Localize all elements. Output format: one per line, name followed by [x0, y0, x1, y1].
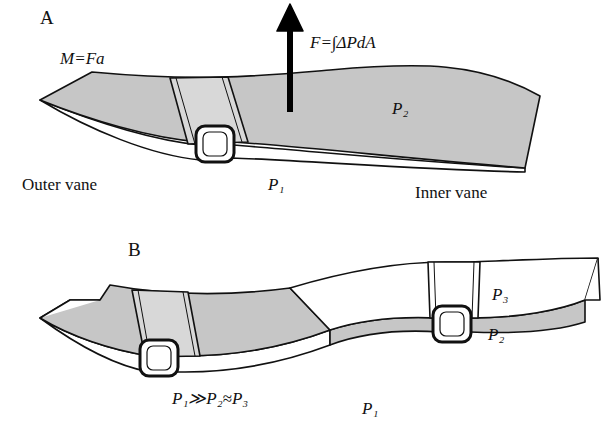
force-label: F=∫ΔPdA: [310, 34, 376, 53]
pressure-label: P₂: [392, 100, 408, 119]
pressure-label: P₃: [492, 286, 508, 305]
pressure-label: P₂: [488, 326, 504, 345]
pressure-label: P₁: [362, 400, 378, 419]
moment-label: M=Fa: [60, 50, 105, 69]
vane-name: Outer vane: [22, 176, 97, 195]
vane-name: Inner vane: [415, 184, 487, 203]
panel-letter: A: [40, 8, 54, 29]
panel-letter: B: [128, 240, 141, 261]
pressure-relation: P₁≫P₂≈P₃: [172, 390, 248, 409]
pressure-label: P₁: [268, 176, 284, 195]
